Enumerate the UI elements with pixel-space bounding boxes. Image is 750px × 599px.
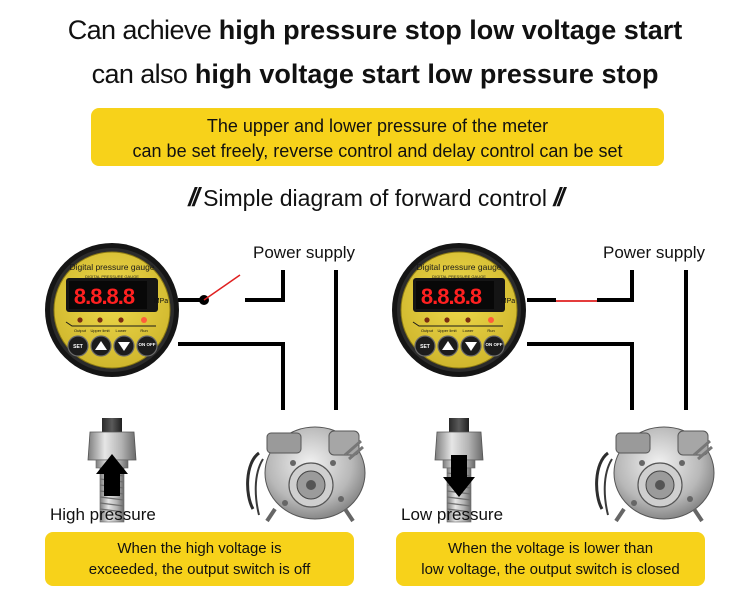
left-caption-line-1: When the high voltage is: [117, 540, 282, 557]
headline-line-1-bold: high pressure stop low voltage start: [218, 15, 683, 45]
section-title-text: Simple diagram of forward control: [203, 185, 547, 211]
right-gauge-label-upper: Upper limit: [437, 328, 457, 333]
left-compressor-image: [245, 425, 367, 523]
left-gauge-label-output: Output: [74, 328, 87, 333]
headline-line-1: Can achieve high pressure stop low volta…: [0, 13, 750, 47]
left-gauge-onoff-button: ON OFF: [139, 342, 156, 347]
right-caption-box: When the voltage is lower than low volta…: [396, 532, 705, 586]
right-gauge-unit: MPa: [501, 298, 516, 305]
right-power-supply-label: Power supply: [603, 243, 706, 262]
left-gauge-set-button: SET: [73, 344, 83, 350]
left-caption-box: When the high voltage is exceeded, the o…: [45, 532, 354, 586]
left-gauge-subtitle: DIGITAL PRESSURE GAUGE: [85, 274, 139, 279]
section-title: // Simple diagram of forward control //: [0, 182, 750, 213]
right-gauge-subtitle: DIGITAL PRESSURE GAUGE: [432, 274, 486, 279]
left-gauge-label-run: Run: [140, 328, 147, 333]
left-switch-open: [203, 274, 241, 301]
right-gauge-label-run: Run: [487, 328, 494, 333]
high-pressure-label: High pressure: [50, 505, 156, 524]
left-gauge-title: Digital pressure gauge: [69, 262, 154, 272]
down-arrow-icon: [443, 455, 475, 497]
right-wiring: [527, 270, 688, 410]
right-caption-line-1: When the voltage is lower than: [447, 540, 654, 557]
right-gauge-label-output: Output: [421, 328, 434, 333]
subtitle-line-1: The upper and lower pressure of the mete…: [206, 116, 549, 136]
right-gauge-set-button: SET: [420, 344, 430, 350]
right-gauge-display: 8.8.8.8: [421, 284, 482, 309]
subtitle-box: The upper and lower pressure of the mete…: [91, 108, 664, 166]
left-wiring: [178, 270, 338, 410]
right-gauge-onoff-button: ON OFF: [486, 342, 503, 347]
up-arrow-icon: [96, 454, 128, 496]
slash-decoration-left: //: [188, 182, 200, 212]
headline-line-2-light: can also: [91, 59, 188, 89]
left-caption-line-2: exceeded, the output switch is off: [88, 561, 311, 578]
left-gauge-label-upper: Upper limit: [90, 328, 110, 333]
right-gauge-title: Digital pressure gauge: [416, 262, 501, 272]
subtitle-line-2: can be set freely, reverse control and d…: [132, 141, 623, 161]
left-gauge-unit: MPa: [154, 298, 169, 305]
left-gauge-display: 8.8.8.8: [74, 284, 135, 309]
left-gauge-label-lower: Lower: [116, 328, 128, 333]
right-compressor-image: [594, 425, 716, 523]
headline-line-2-bold: high voltage start low pressure stop: [194, 59, 659, 89]
headline-line-1-light: Can achieve: [67, 15, 212, 45]
right-caption-line-2: low voltage, the output switch is closed: [421, 561, 680, 578]
slash-decoration-right: //: [553, 182, 565, 212]
right-gauge-label-lower: Lower: [463, 328, 475, 333]
headline-line-2: can also high voltage start low pressure…: [0, 57, 750, 91]
left-power-supply-label: Power supply: [253, 243, 356, 262]
low-pressure-label: Low pressure: [401, 505, 504, 524]
